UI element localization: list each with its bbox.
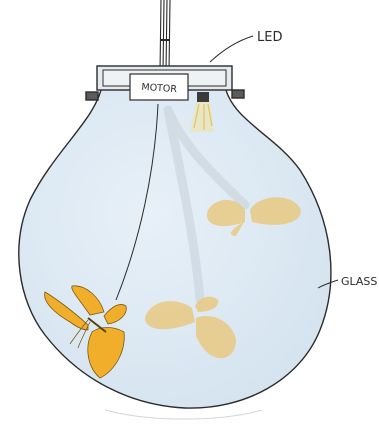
bulb-shadow [105,410,262,419]
glass-label: GLASS [341,275,377,288]
motor-box: MOTOR [130,74,188,100]
led-callout: LED [210,30,282,62]
led-label: LED [257,30,282,45]
suspension-cables [160,0,170,72]
